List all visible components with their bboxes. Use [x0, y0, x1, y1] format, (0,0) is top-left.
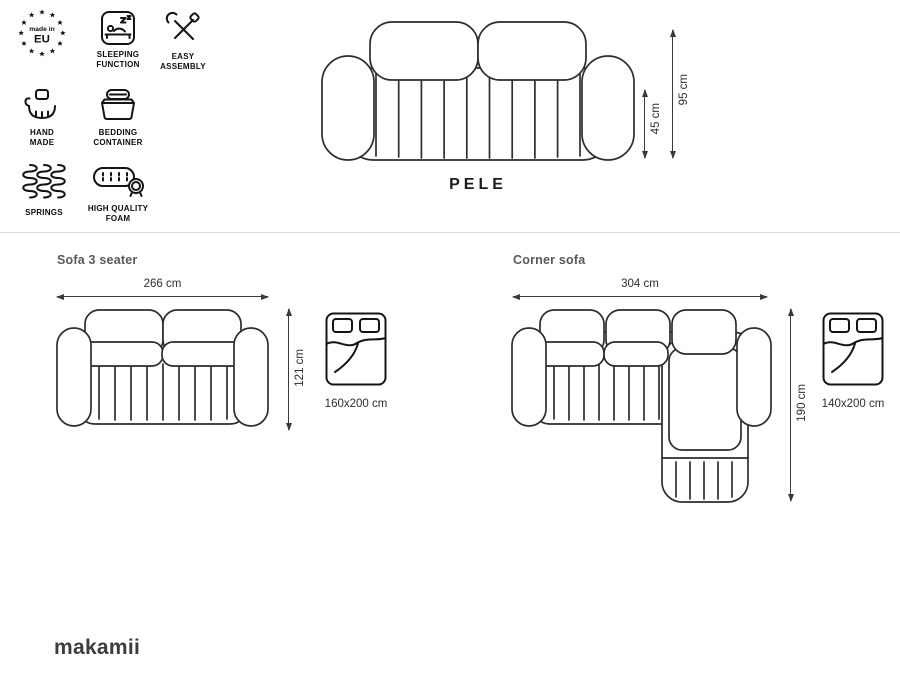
seat-height-label: 45 cm	[650, 103, 662, 135]
feature-hand-made: HAND MADE	[12, 86, 72, 149]
eu-label: EU	[34, 33, 50, 45]
feature-label: BEDDING CONTAINER	[93, 128, 143, 148]
bed-size-label-3-seater: 160x200 cm	[324, 398, 388, 410]
variant-title-corner: Corner sofa	[513, 253, 586, 267]
bed-size-label-corner: 140x200 cm	[821, 398, 885, 410]
feature-label: EASY ASSEMBLY	[160, 52, 206, 72]
width-label-3-seater: 266 cm	[143, 278, 182, 290]
feature-label: HIGH QUALITY FOAM	[87, 204, 149, 224]
springs-icon	[22, 164, 66, 199]
feature-label: SPRINGS	[25, 208, 63, 217]
bed-icon-corner	[822, 312, 884, 386]
depth-label-3-seater: 121 cm	[294, 349, 306, 387]
bedding-container-icon	[101, 89, 135, 120]
dim-arrow-seat-height	[642, 89, 648, 159]
feature-label: HAND MADE	[29, 128, 55, 148]
total-height-label: 95 cm	[678, 74, 690, 106]
variant-title-3-seater: Sofa 3 seater	[57, 253, 138, 267]
feature-sleeping-function: SLEEPING FUNCTION	[86, 10, 150, 71]
easy-assembly-icon	[165, 11, 200, 40]
made-in-eu-badge-icon: made in EU	[18, 9, 66, 57]
feature-high-quality-foam: HIGH QUALITY FOAM	[80, 162, 156, 225]
bed-icon-3-seater	[325, 312, 387, 386]
feature-easy-assembly: EASY ASSEMBLY	[154, 10, 212, 73]
dim-arrow-depth-3-seater	[286, 308, 292, 431]
dim-arrow-width-corner	[512, 294, 768, 300]
sofa-front-view-drawing	[321, 21, 635, 161]
width-label-corner: 304 cm	[621, 278, 659, 290]
dim-arrow-total-height	[670, 29, 676, 159]
corner-sofa-drawing	[511, 309, 772, 503]
feature-bedding-container: BEDDING CONTAINER	[84, 86, 152, 149]
feature-label: SLEEPING FUNCTION	[96, 50, 140, 70]
feature-made-in-eu: made in EU	[14, 8, 70, 58]
dim-arrow-width-3-seater	[56, 294, 269, 300]
brand-logo: makamii	[54, 636, 141, 659]
made-in-label: made in	[29, 26, 55, 33]
dim-arrow-depth-corner	[788, 308, 794, 502]
sofa-3-seater-drawing	[56, 309, 269, 427]
sleeping-function-icon	[101, 11, 135, 45]
product-name: PELE	[449, 176, 507, 193]
hand-made-icon	[24, 89, 56, 119]
section-divider	[0, 232, 900, 233]
feature-springs: SPRINGS	[14, 160, 74, 218]
high-quality-foam-icon	[93, 167, 144, 197]
